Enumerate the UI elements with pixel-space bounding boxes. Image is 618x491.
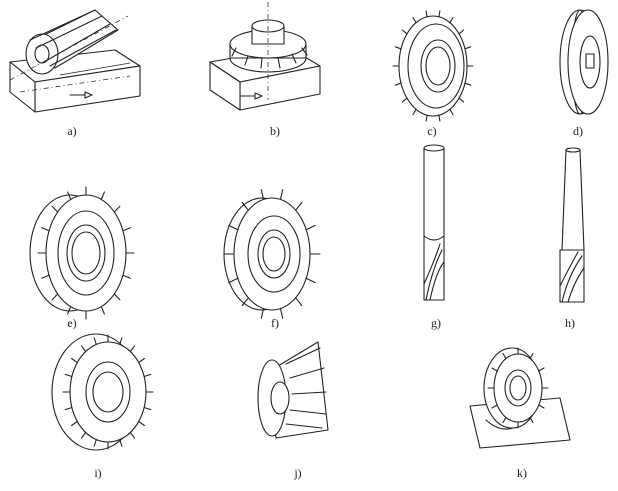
cutter-tooth xyxy=(438,114,441,122)
cutter-tooth xyxy=(295,201,303,211)
cutter-tooth xyxy=(412,16,417,24)
caption-f: f) xyxy=(271,316,279,330)
cutter-tooth xyxy=(64,373,73,378)
cutter-tooth xyxy=(401,29,408,35)
cutter-tooth xyxy=(119,439,123,447)
cutter-tooth xyxy=(458,29,465,35)
cutter-tooth xyxy=(260,189,265,200)
cutter-tooth xyxy=(80,431,87,439)
caption-e: e) xyxy=(67,316,77,330)
cutter-tooth xyxy=(241,297,249,307)
cutter-tooth xyxy=(241,201,249,211)
cutter-tooth xyxy=(529,416,534,424)
cutter-tooth xyxy=(412,108,417,116)
cutter-tooth xyxy=(464,46,472,50)
cutter-tooth xyxy=(449,108,454,116)
cutter-tooth xyxy=(305,277,316,284)
cutter-tooth xyxy=(122,227,131,232)
cutter-tooth xyxy=(93,337,97,345)
caption-h: h) xyxy=(565,316,575,330)
cutter-tooth xyxy=(138,420,145,427)
cutter-tooth xyxy=(41,274,50,279)
caption-k: k) xyxy=(517,466,527,480)
caption-j: j) xyxy=(294,466,302,480)
cutter-tooth xyxy=(491,404,498,409)
cutter-tooth xyxy=(305,224,316,231)
cutter-tooth xyxy=(143,406,152,411)
cutter-tooth xyxy=(502,416,507,424)
cutter-tooth xyxy=(143,373,152,378)
cutter-tooth xyxy=(71,357,78,364)
cutter-tooth xyxy=(100,191,105,200)
cutter-tooth xyxy=(228,224,239,231)
cutter-tooth xyxy=(260,308,265,319)
cutter-tooth xyxy=(113,293,121,301)
caption-d: d) xyxy=(573,124,583,138)
caption-i: i) xyxy=(94,466,102,480)
cutter-tooth xyxy=(394,46,402,50)
cutter-tooth xyxy=(51,293,59,301)
caption-c: c) xyxy=(427,124,437,138)
caption-g: g) xyxy=(431,316,441,330)
cutter-tooth xyxy=(80,345,87,353)
cutter-tooth xyxy=(538,367,545,372)
cutter-tooth xyxy=(538,404,545,409)
cutter-tooth xyxy=(529,352,534,360)
cutter-tooth xyxy=(228,277,239,284)
cutter-tooth xyxy=(394,82,402,86)
cutter-tooth xyxy=(401,97,408,103)
cutter-tooth xyxy=(129,345,136,353)
cutter-tooth xyxy=(129,431,136,439)
cutter-tooth xyxy=(93,439,97,447)
cutter-tooth xyxy=(458,97,465,103)
cutter-tooth xyxy=(119,337,123,345)
cutter-tooth xyxy=(122,274,131,279)
cutter-tooth xyxy=(491,367,498,372)
cutter-tooth xyxy=(64,406,73,411)
cutter-tooth xyxy=(449,16,454,24)
caption-a: a) xyxy=(67,124,77,138)
cutter-tooth xyxy=(279,189,284,200)
cutter-tooth xyxy=(464,82,472,86)
cutter-tooth xyxy=(295,297,303,307)
cutter-tooth xyxy=(67,191,72,200)
cutter-tooth xyxy=(425,10,428,18)
cutter-tooth xyxy=(425,114,428,122)
cutter-tooth xyxy=(113,205,121,213)
cutter-tooth xyxy=(138,357,145,364)
cutter-tooth xyxy=(67,306,72,315)
cutter-tooth xyxy=(279,308,284,319)
cutter-tooth xyxy=(71,420,78,427)
cutter-tooth xyxy=(51,205,59,213)
caption-b: b) xyxy=(270,124,280,138)
cutter-tooth xyxy=(438,10,441,18)
cutter-tooth xyxy=(41,227,50,232)
cutter-tooth xyxy=(502,352,507,360)
cutter-tooth xyxy=(100,306,105,315)
